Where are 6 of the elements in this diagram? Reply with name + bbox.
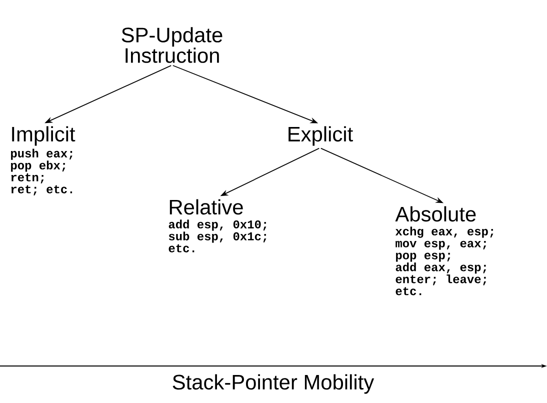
category-text: Explicit [288, 126, 353, 146]
category-text: Relative add esp, 0x10; sub esp, 0x1c; etc. [168, 199, 266, 252]
category-text: SP-Update Instruction [122, 27, 222, 63]
axis-label: Stack-Pointer Mobility [172, 374, 374, 394]
category-text: Absolute xchg eax, esp; mov esp, eax; pop esp; add eax, esp; enter; leave; etc. [395, 206, 494, 296]
category-text: Implicit push eax; pop ebx; retn; ret; etc. [11, 126, 76, 196]
